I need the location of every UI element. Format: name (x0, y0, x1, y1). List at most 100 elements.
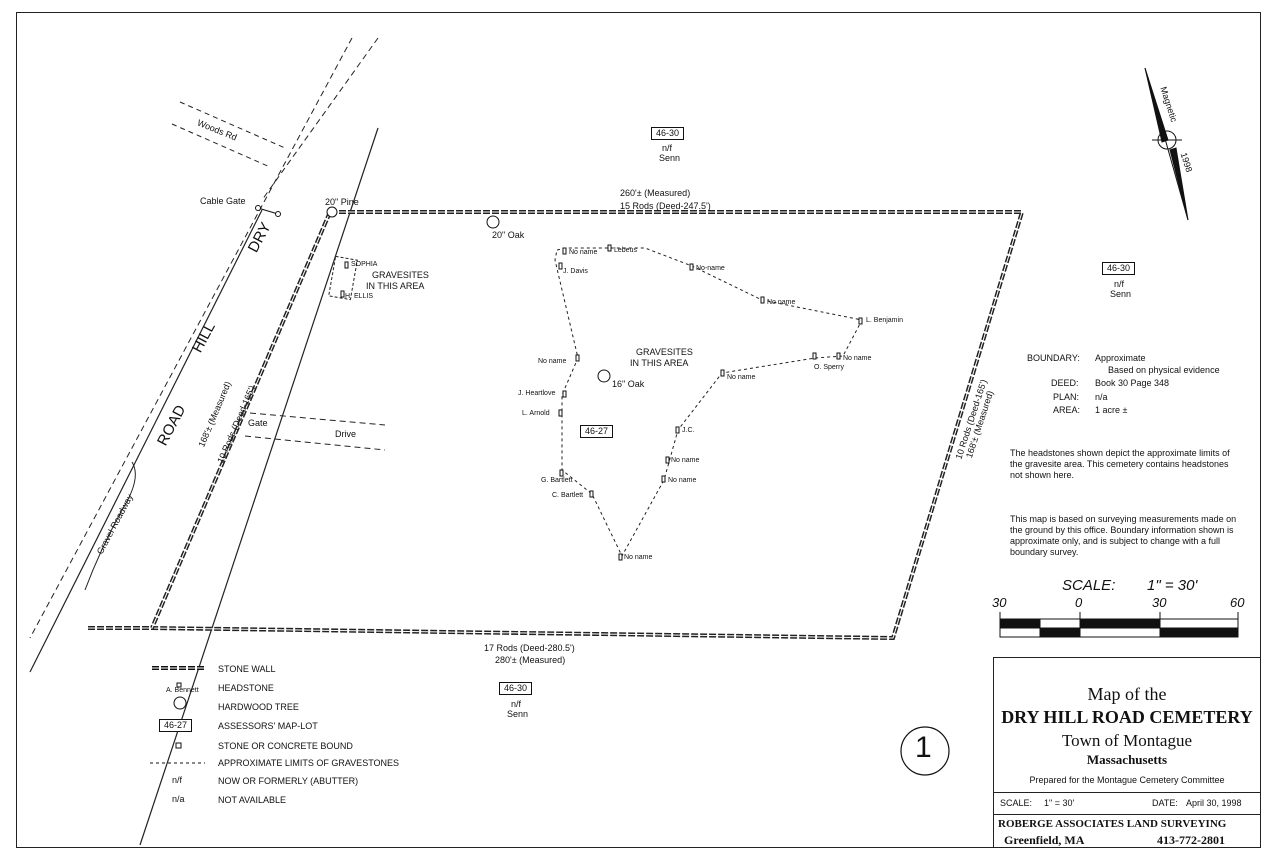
gravesites-west-2: IN THIS AREA (366, 281, 425, 291)
legend-headstone: HEADSTONE (218, 683, 274, 693)
gravestone-limits (554, 247, 863, 558)
firm-name: ROBERGE ASSOCIATES LAND SURVEYING (998, 818, 1227, 830)
legend-dashed: APPROXIMATE LIMITS OF GRAVESTONES (218, 758, 400, 768)
plan-value: n/a (1095, 392, 1108, 402)
gravesites-west-1: GRAVESITES (372, 270, 429, 280)
headstone-label: No-name (696, 265, 725, 272)
tb-date-value: April 30, 1998 (1186, 798, 1242, 808)
survey-note: This map is based on surveying measureme… (1010, 514, 1237, 557)
cable-gate (255, 205, 281, 217)
headstone-label: No name (624, 554, 653, 561)
north-deed: 15 Rods (Deed-247.5') (620, 201, 711, 211)
legend-symbols (150, 666, 205, 764)
west-gravesite-box (328, 255, 358, 301)
sheet-number: 1 (915, 731, 932, 764)
tb-date-label: DATE: (1152, 798, 1178, 808)
legend-lot: ASSESSORS' MAP-LOT (218, 721, 318, 731)
sheet-number-circle (900, 726, 950, 776)
title-scale-row: SCALE: 1" = 30' DATE: April 30, 1998 (994, 792, 1260, 814)
headstone-label: J. Heartlove (518, 390, 556, 397)
deed-value: Book 30 Page 348 (1095, 378, 1170, 388)
headstone-label: No name (569, 249, 598, 256)
legend-headstone-sample: A. Bennett (166, 687, 199, 694)
area-value: 1 acre ± (1095, 405, 1128, 415)
lot-south-nf: n/f (511, 699, 522, 709)
headstone-label: G. Bartlett (541, 477, 573, 484)
firm-city: Greenfield, MA (1004, 833, 1085, 847)
south-measured: 280'± (Measured) (495, 655, 566, 665)
legend-na-sample: n/a (172, 794, 185, 804)
headstone-label: Lebeus (614, 247, 637, 254)
gravesites-main-1: GRAVESITES (636, 347, 693, 357)
headstone-label: O. Sperry (814, 364, 844, 371)
scale-tick: 60 (1230, 595, 1245, 610)
north-arrow (1144, 67, 1189, 221)
headstones-note: The headstones shown depict the approxim… (1010, 448, 1230, 480)
scale-tick: 30 (992, 595, 1007, 610)
lot-center-id: 46-27 (580, 425, 614, 438)
gravel-roadway (84, 461, 136, 591)
boundary-note: Based on physical evidence (1108, 365, 1220, 375)
deed-label: DEED: (1051, 378, 1079, 388)
gravesites-main-2: IN THIS AREA (630, 358, 689, 368)
headstone-label: No name (767, 299, 796, 306)
gate-label: Gate (248, 418, 268, 428)
headstone-label: No name (538, 358, 567, 365)
legend-tree: HARDWOOD TREE (218, 702, 299, 712)
lot-north-id: 46-30 (651, 127, 685, 140)
title-line-2: DRY HILL ROAD CEMETERY (1001, 707, 1253, 727)
headstone-label: No name (727, 374, 756, 381)
title-state: Massachusetts (1086, 752, 1168, 767)
legend-lot-sample: 46-27 (159, 719, 193, 732)
title-firm-row: ROBERGE ASSOCIATES LAND SURVEYING Greenf… (994, 814, 1260, 849)
lot-south-owner: Senn (507, 709, 529, 719)
legend-bound: STONE OR CONCRETE BOUND (218, 741, 353, 751)
firm-phone: 413-772-2801 (1157, 833, 1225, 847)
stone-wall-boundary (88, 210, 1025, 641)
headstone-label: J. Davis (563, 268, 588, 275)
scale-bar-value: 1" = 30' (1147, 577, 1198, 594)
headstone-label: J.C. (682, 427, 695, 434)
lot-east-owner: Senn (1110, 289, 1132, 299)
pine-label: 20" Pine (325, 197, 359, 207)
scale-bar-title: SCALE: (1062, 577, 1116, 594)
scale-bar-graphic (999, 612, 1239, 638)
legend-na: NOT AVAILABLE (218, 795, 287, 805)
headstone-label: No name (843, 355, 872, 362)
scale-tick: 30 (1152, 595, 1167, 610)
legend-nf-sample: n/f (172, 775, 183, 785)
lot-east-id: 46-30 (1102, 262, 1136, 275)
area-label: AREA: (1053, 405, 1081, 415)
south-deed: 17 Rods (Deed-280.5') (484, 643, 575, 653)
prepared-for: Prepared for the Montague Cemetery Commi… (1029, 775, 1225, 785)
headstone-label: L. Arnold (522, 410, 550, 417)
tb-scale-label: SCALE: (1000, 798, 1033, 808)
oak-north-label: 20" Oak (492, 230, 525, 240)
tree-symbols (326, 206, 611, 383)
map-border (16, 12, 1261, 848)
oak-center-label: 16" Oak (612, 379, 645, 389)
title-town: Town of Montague (1061, 731, 1193, 750)
boundary-value: Approximate (1095, 353, 1146, 363)
title-block: Map of the DRY HILL ROAD CEMETERY Town o… (993, 657, 1261, 848)
plan-label: PLAN: (1053, 392, 1080, 402)
legend-stone-wall: STONE WALL (218, 664, 276, 674)
scale-tick: 0 (1075, 595, 1083, 610)
north-measured: 260'± (Measured) (620, 188, 691, 198)
woods-road (171, 101, 286, 168)
headstone-label: No name (671, 457, 700, 464)
tb-scale-value: 1" = 30' (1044, 798, 1075, 808)
boundary-label: BOUNDARY: (1027, 353, 1080, 363)
lot-east-nf: n/f (1114, 279, 1125, 289)
headstone-markers (340, 244, 863, 561)
headstone-label: L. Benjamin (866, 317, 903, 324)
headstone-label: No name (668, 477, 697, 484)
title-line-1: Map of the (1087, 684, 1167, 704)
headstone-label: SOPHIA (351, 261, 378, 268)
cable-gate-label: Cable Gate (200, 196, 246, 206)
lot-south-id: 46-30 (499, 682, 533, 695)
legend-nf: NOW OR FORMERLY (ABUTTER) (218, 776, 359, 786)
lot-north-owner: Senn (659, 153, 681, 163)
lot-north-nf: n/f (662, 143, 673, 153)
